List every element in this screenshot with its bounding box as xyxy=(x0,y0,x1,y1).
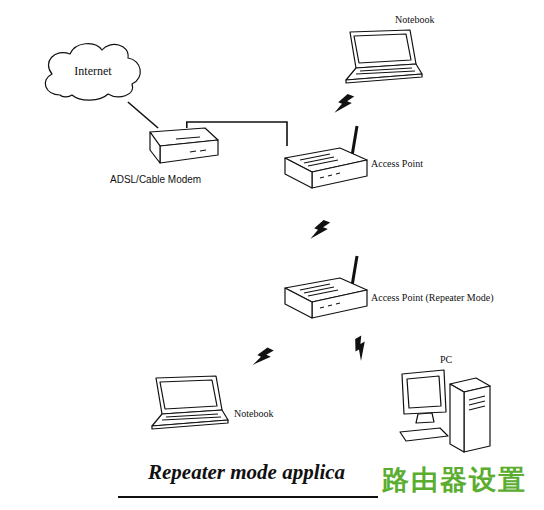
device-label: Notebook xyxy=(395,14,434,25)
notebook-device xyxy=(152,376,228,429)
modem-node: ADSL/Cable Modem xyxy=(140,128,218,164)
notebook-node: Notebook xyxy=(146,376,228,429)
repeater-node: Access Point (Repeater Mode) xyxy=(283,276,367,318)
modem-device xyxy=(150,128,218,163)
device-label: PC xyxy=(440,354,452,365)
network-cable xyxy=(128,102,158,128)
device-label: Internet xyxy=(42,64,144,79)
notebook-device xyxy=(346,30,422,83)
wireless-bolt xyxy=(310,218,330,243)
access-point-node: Access Point xyxy=(283,146,367,188)
pc-node: PC xyxy=(398,368,493,454)
repeater-device xyxy=(285,256,367,318)
wireless-bolt xyxy=(334,92,354,117)
device-label: Access Point (Repeater Mode) xyxy=(371,292,493,303)
caption-underline xyxy=(118,496,378,498)
watermark: 路由器设置 xyxy=(382,462,527,498)
notebook-node: Notebook xyxy=(340,30,422,83)
wireless-bolt xyxy=(350,336,372,362)
device-label: Access Point xyxy=(371,158,423,169)
device-label: Notebook xyxy=(234,408,273,419)
network-cable xyxy=(187,122,287,146)
access-point-device xyxy=(285,126,367,188)
figure-caption: Repeater mode applica xyxy=(148,460,345,485)
internet-cloud-node: Internet xyxy=(42,42,144,102)
device-label: ADSL/Cable Modem xyxy=(110,174,201,185)
wireless-bolt xyxy=(253,345,274,370)
pc-device xyxy=(400,370,490,452)
